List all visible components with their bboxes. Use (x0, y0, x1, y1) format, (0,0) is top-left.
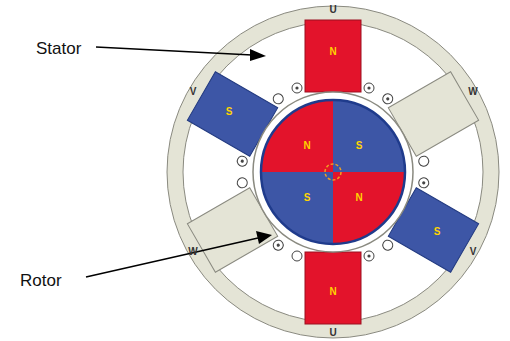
phase-letter: W (468, 87, 477, 97)
phase-letter: V (470, 247, 477, 257)
pole-letter: S (356, 141, 363, 151)
arrow-head (250, 49, 266, 61)
stator-ring (175, 14, 491, 330)
phase-letter: U (329, 328, 336, 338)
phase-letter: V (190, 87, 197, 97)
pole-letter: N (329, 287, 336, 297)
rotor-shaft (325, 164, 341, 180)
arrow-head (256, 231, 272, 244)
stator-tooth (292, 20, 374, 93)
pole-letter: N (329, 47, 336, 57)
pole-letter: N (303, 141, 310, 151)
part-name: Stator (36, 40, 81, 57)
pole-letter: S (226, 107, 233, 117)
stator-outline (167, 6, 499, 338)
stator-tooth (292, 251, 374, 324)
phase-letter: U (329, 5, 336, 15)
phase-letter: W (188, 247, 197, 257)
rotor-rim (261, 100, 405, 244)
leader-line (86, 238, 258, 277)
pole-letter: S (304, 193, 311, 203)
air-gap (253, 92, 413, 252)
pole-letter: N (355, 193, 362, 203)
leader-line (96, 47, 252, 55)
part-name: Rotor (20, 272, 62, 289)
pole-letter: S (434, 227, 441, 237)
